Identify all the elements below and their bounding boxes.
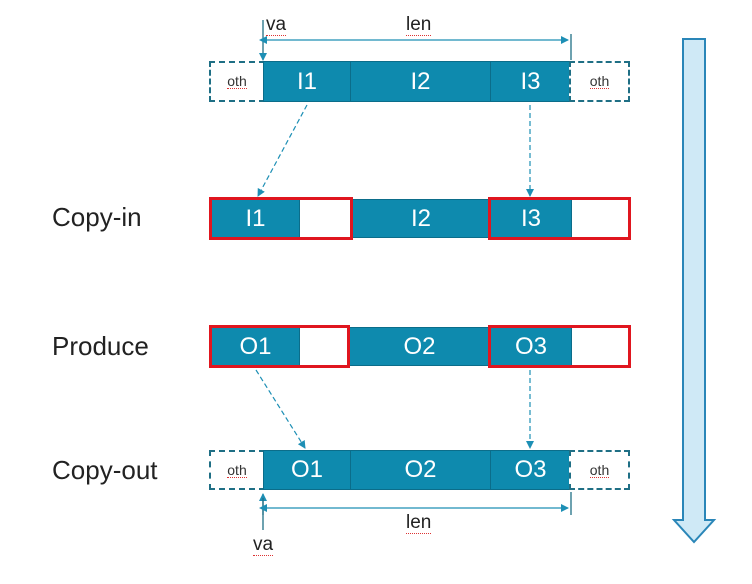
segment-produce-o2: O2 <box>349 327 490 366</box>
oth-box-bottom-left: oth <box>209 450 265 490</box>
flow-down-arrow <box>671 38 717 544</box>
highlight-box-produce-right <box>488 325 631 368</box>
segment-produce-o3-pad <box>571 327 629 366</box>
highlight-box-copyin-left <box>209 197 353 240</box>
oth-box-top-left: oth <box>209 61 265 102</box>
segment-produce-o1-pad <box>299 327 349 366</box>
arrow-o1-copyout <box>255 369 306 449</box>
highlight-box-produce-left <box>209 325 350 368</box>
segment-top-i1: I1 <box>263 61 351 102</box>
segment-top-i3: I3 <box>490 61 571 102</box>
oth-box-bottom-right: oth <box>569 450 630 490</box>
segment-copyout-o3: O3 <box>490 450 571 490</box>
len-label-top: len <box>406 14 432 36</box>
oth-box-top-right: oth <box>569 61 630 102</box>
arrow-i1-copyin <box>257 104 308 197</box>
highlight-box-copyin-right <box>488 197 631 240</box>
segment-top-i2: I2 <box>350 61 491 102</box>
row-label-produce: Produce <box>52 331 149 361</box>
segment-copyout-o2: O2 <box>350 450 491 490</box>
segment-copyin-i3: I3 <box>490 199 572 238</box>
len-label-bottom: len <box>406 512 432 534</box>
va-label-top: va <box>266 14 287 36</box>
va-label-bottom: va <box>253 534 274 556</box>
segment-copyout-o1: O1 <box>263 450 351 490</box>
row-label-copy-in: Copy-in <box>52 202 142 232</box>
row-label-copy-out: Copy-out <box>52 455 158 485</box>
segment-copyin-i2: I2 <box>352 199 490 238</box>
